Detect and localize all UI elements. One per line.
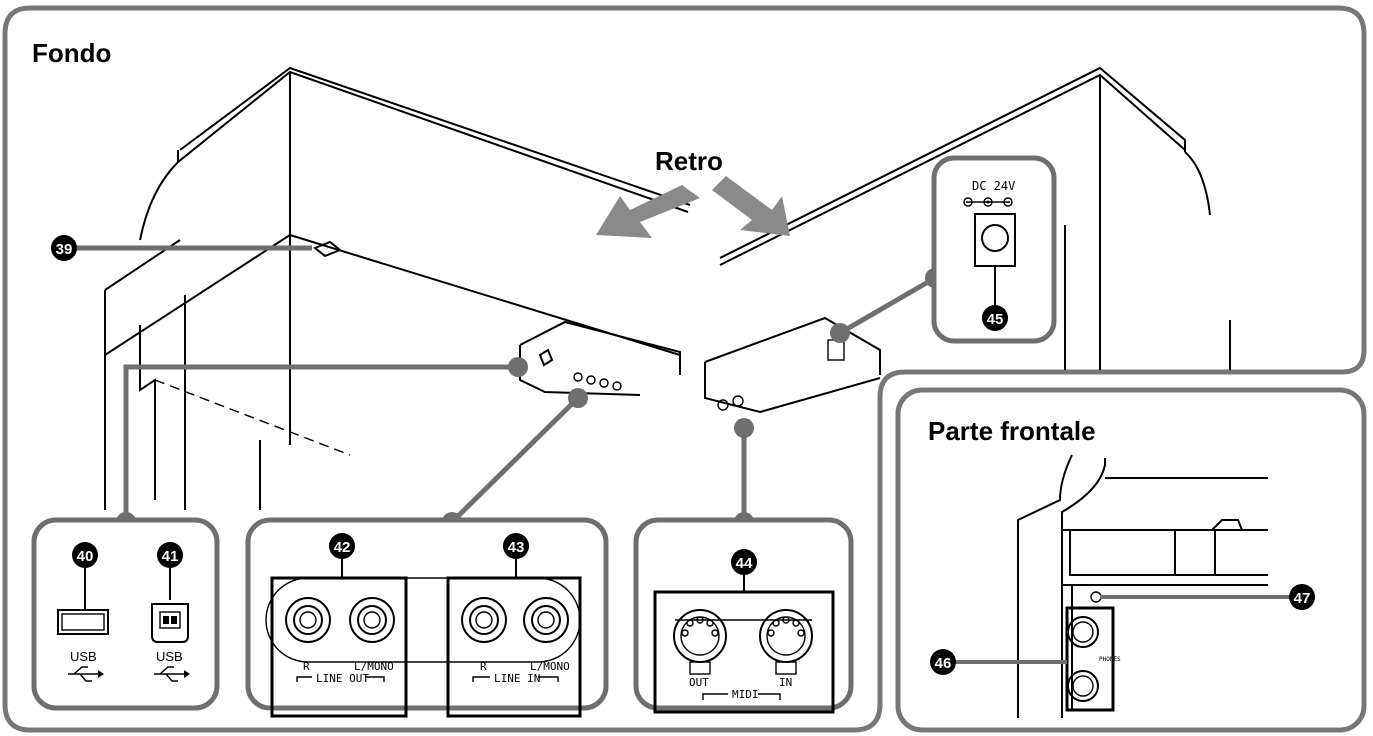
line-out-group [270, 576, 408, 718]
line-in-lmono-label: L/MONO [530, 660, 570, 673]
line-out-r-jack [285, 597, 331, 643]
back-label: Retro [655, 146, 723, 176]
line-in-l-jack [523, 597, 569, 643]
midi-in-label: IN [779, 676, 792, 689]
callout-41-number: 41 [162, 548, 179, 565]
line-out-lmono-label: L/MONO [354, 660, 394, 673]
callout-39 [51, 235, 77, 261]
callout-44 [731, 549, 757, 575]
line-in-group [446, 576, 582, 718]
usb-a-icon [68, 666, 98, 682]
callout-47 [1289, 584, 1315, 610]
usb-b-label: USB [156, 649, 183, 664]
arrow-right-icon [712, 176, 790, 236]
front-view-panel: Parte frontale PHONES 47 46 [895, 387, 1367, 733]
midi-in-port [759, 609, 813, 675]
line-in-r-jack [461, 597, 507, 643]
callout-46-number: 46 [935, 655, 952, 672]
phones-jack-1 [1067, 616, 1099, 648]
usb-a-port [57, 609, 109, 635]
callout-43-number: 43 [508, 539, 525, 556]
dc-label: DC 24V [972, 179, 1015, 193]
dc-panel: DC 24V 45 [931, 155, 1057, 344]
line-in-r-label: R [480, 660, 487, 673]
usb-panel: 40 USB 41 USB [31, 517, 220, 711]
callout-41 [157, 542, 183, 568]
callout-40 [72, 542, 98, 568]
piano-underside-left [104, 66, 691, 510]
callout-42-number: 42 [334, 539, 351, 556]
usb-b-port [151, 603, 189, 643]
callout-43 [503, 533, 529, 559]
line-in-caption: LINE IN [494, 672, 540, 685]
callout-44-number: 44 [736, 555, 753, 572]
line-out-r-label: R [303, 660, 310, 673]
front-view-title: Parte frontale [928, 416, 1096, 446]
bottom-view-title: Fondo [32, 38, 111, 68]
usb-a-label: USB [70, 649, 97, 664]
phones-jack-2 [1067, 670, 1099, 702]
bottom-view-frame [2, 5, 1367, 733]
callout-47-number: 47 [1294, 590, 1311, 607]
usb-b-icon [154, 666, 184, 682]
midi-caption: MIDI [732, 688, 759, 701]
midi-out-port [673, 609, 727, 675]
callout-40-number: 40 [77, 548, 94, 565]
callout-45 [982, 305, 1008, 331]
midi-out-label: OUT [689, 676, 709, 689]
callout-46 [930, 649, 956, 675]
line-out-caption: LINE OUT [316, 672, 369, 685]
phones-label: PHONES [1099, 656, 1121, 663]
callout-42 [329, 533, 355, 559]
arrow-left-icon [596, 185, 700, 238]
line-out-l-jack [349, 597, 395, 643]
midi-panel: 44 OUT IN MIDI [633, 517, 854, 714]
callout-39-number: 39 [56, 241, 73, 258]
line-panel: 42 43 R L/MONO LINE OUT R L/MONO LINE IN [245, 517, 609, 718]
callout-45-number: 45 [987, 311, 1004, 328]
